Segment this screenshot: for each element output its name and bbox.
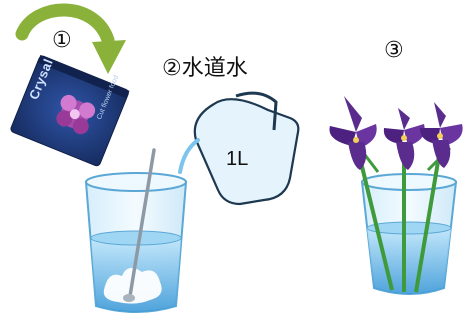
packet-icon <box>10 54 130 167</box>
jug-volume-label: 1L <box>226 148 249 170</box>
vase-icon <box>360 173 458 295</box>
iris-bouquet-icon <box>329 96 463 293</box>
curved-arrow-icon <box>15 3 126 74</box>
jug-icon <box>178 91 300 206</box>
packet-flower-icon <box>56 94 96 135</box>
step-2-label: ②水道水 <box>162 58 248 80</box>
iris-icon <box>329 96 377 170</box>
step-3-number: ③ <box>384 38 404 63</box>
step-2-text: 水道水 <box>181 56 248 81</box>
iris-icon <box>420 102 463 168</box>
spoon-icon <box>123 148 156 302</box>
step-1-number: ① <box>52 28 72 53</box>
mixing-glass-icon <box>84 172 188 313</box>
iris-icon <box>383 108 425 170</box>
step-2-number: ② <box>162 56 182 81</box>
